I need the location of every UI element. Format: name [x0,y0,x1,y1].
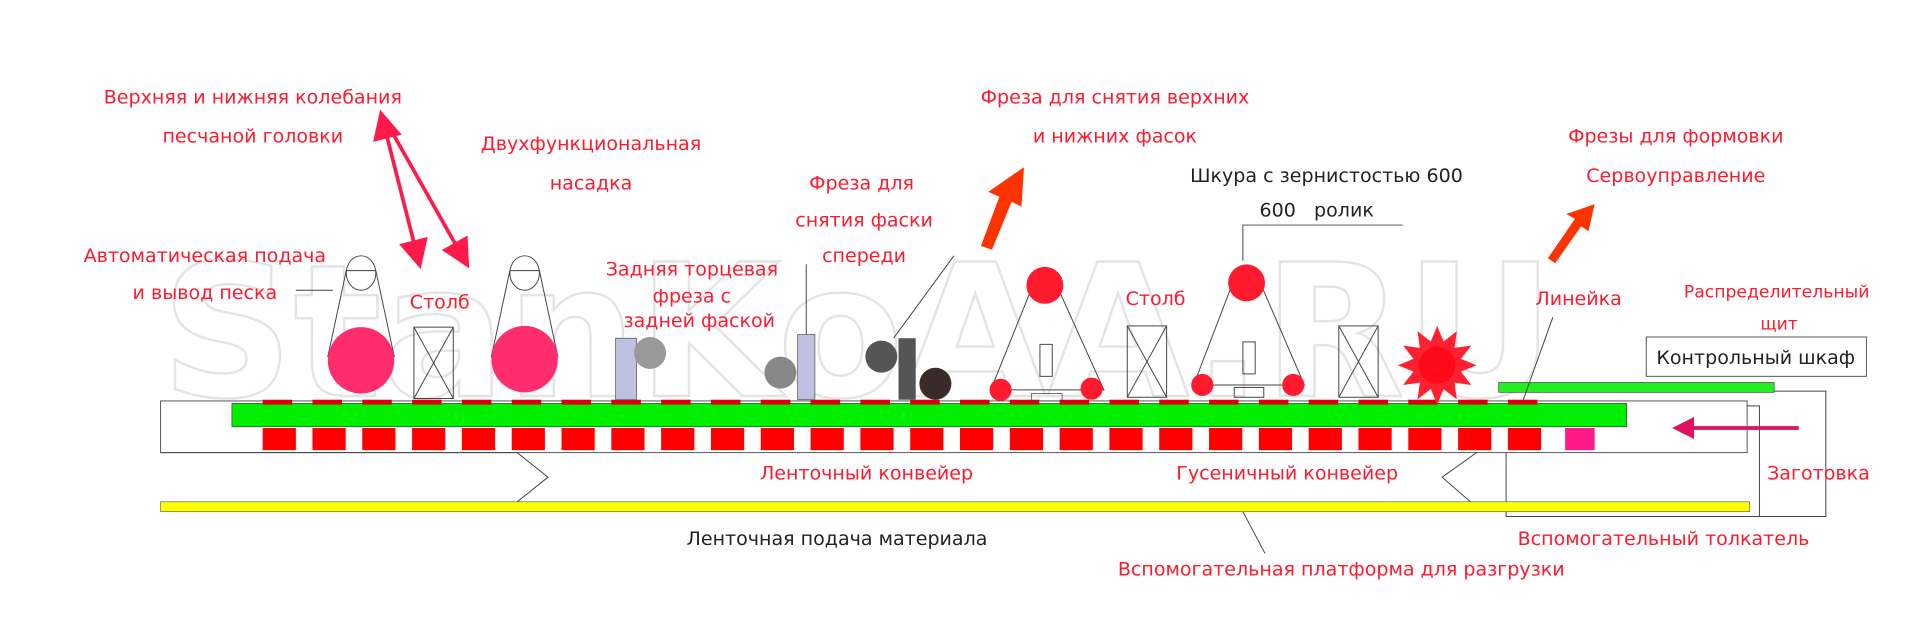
label-forming: Фрезы для формовки [1568,126,1783,148]
belt-dash [1109,399,1139,405]
belt-dash [710,399,741,405]
belt-dash [461,399,492,405]
belt-dash [412,399,442,405]
label-front: Фреза для [809,172,914,194]
track-block [710,428,745,451]
label-dual-2: насадка [550,172,633,194]
track-block [1159,428,1193,451]
track-block [1507,428,1542,451]
track-block [1059,428,1093,451]
conveyor [160,382,1827,554]
belt-dash [661,399,691,405]
label-sandpaper: Шкура с зернистостью 600 [1190,165,1463,187]
label-top-bottom-2: и нижних фасок [1033,126,1197,148]
label-post-1: Столб [410,292,470,314]
belt-dash [1159,399,1189,405]
belt-dash [860,399,890,405]
label-rear-2: фреза с [653,286,731,308]
track-block [511,428,545,451]
belt-conveyor-green [231,403,1627,428]
belt-dash [1059,399,1090,405]
track-block [461,428,496,451]
belt-dash [1408,399,1438,405]
track-block [262,428,296,451]
track-block [1458,428,1492,451]
label-servo: Сервоуправление [1586,165,1765,187]
workpiece-block [1565,428,1595,451]
belt-dash [611,399,641,405]
belt-dash [561,399,592,405]
posts [413,325,1379,399]
belt-dash [1358,399,1388,405]
belt-dash [312,399,342,405]
control-cabinet-box [1645,336,1867,377]
track-block [1408,428,1442,451]
label-control-cabinet: Контрольный шкаф [1656,347,1855,369]
label-oscillation: Верхняя и нижняя колебания [104,86,402,108]
track-block [860,428,894,451]
belt-dash [960,399,990,405]
label-auto: Автоматическая подача [84,245,327,267]
label-front-2: снятия фаски [795,209,933,231]
label-front-3: спереди [822,245,906,267]
track-block [1358,428,1392,451]
track-block [960,428,994,451]
track-block [362,428,396,451]
label-dual: Двухфункциональная [481,133,701,155]
label-post-2: Столб [1126,288,1186,310]
belt-dash [760,399,791,405]
belt-dash [1209,399,1239,405]
belt-dash [1507,399,1538,405]
label-auto-2: и вывод песка [133,282,278,304]
label-roller: 600 ролик [1260,199,1374,221]
track-block [810,428,844,451]
arrow-forming [1547,204,1595,264]
belt-dash [262,399,293,405]
label-distribution-2: щит [1760,315,1797,335]
cutters [615,255,1554,405]
label-oscillation-2: песчаной головки [162,126,343,148]
belt-dash [362,399,392,405]
label-workpiece: Заготовка [1767,463,1870,485]
track-block [611,428,645,451]
track-block [412,428,446,451]
belt-dash [1009,399,1040,405]
track-block [1009,428,1044,451]
label-belt-feed: Ленточная подача материала [687,528,988,550]
track-block [1308,428,1342,451]
label-platform: Вспомогательная платформа для разгрузки [1118,559,1565,581]
belt-dash [810,399,841,405]
track-block [661,428,695,451]
track-block [1109,428,1143,451]
forming-cutter-star [1397,325,1477,405]
belt-dash [1258,399,1289,405]
track-block [312,428,346,451]
sanding-heads [295,255,559,394]
pusher-green [1498,382,1775,393]
label-pusher: Вспомогательный толкатель [1518,528,1810,550]
label-distribution: Распределительный [1684,283,1870,303]
belt-dash [1308,399,1339,405]
track-block [910,428,944,451]
arrow-top-bottom-chamfer [980,167,1024,250]
track-block [760,428,794,451]
belt-dash [1458,399,1488,405]
label-ruler: Линейка [1535,288,1621,310]
track-block [1258,428,1293,451]
label-rear-3: задней фаской [623,310,775,332]
belt-dash [511,399,542,405]
belt-dash [910,399,940,405]
belt-feed-yellow [160,501,1750,512]
label-top-bottom: Фреза для снятия верхних [981,86,1250,108]
label-belt-conveyor: Ленточный конвейер [760,463,973,485]
track-block [1209,428,1243,451]
label-rear: Задняя торцевая [606,258,778,280]
track-block [561,428,595,451]
label-track-conveyor: Гусеничный конвейер [1176,463,1398,485]
